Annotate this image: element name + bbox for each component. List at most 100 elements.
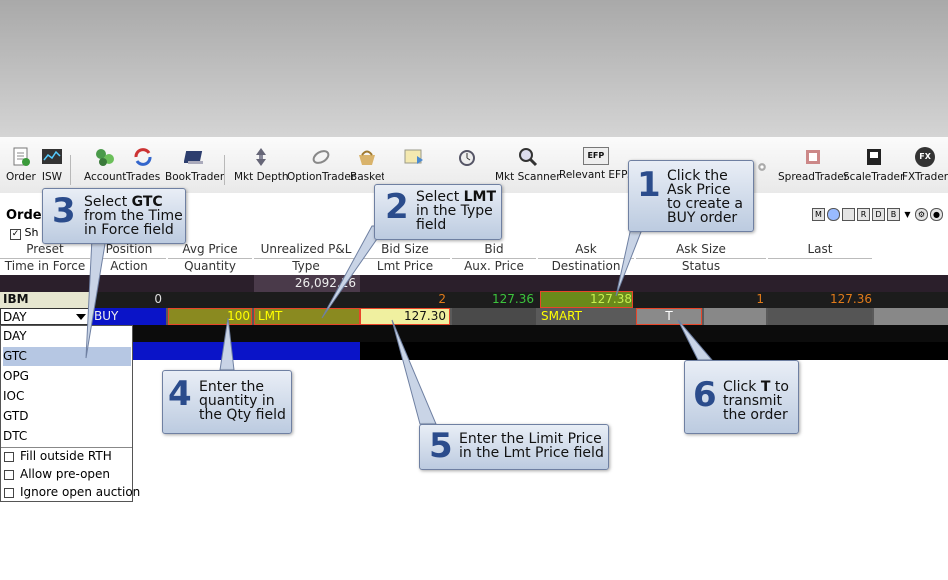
globe-icon[interactable]	[827, 208, 840, 221]
toolbar-label: SpreadTrader	[778, 171, 849, 183]
booktrader-icon	[183, 151, 203, 164]
lmt-price-cell[interactable]: 127.30	[404, 309, 446, 323]
callout-number: 1	[637, 165, 661, 205]
toolbar-label: Mkt Scanner	[495, 171, 561, 183]
toolbar-account-button[interactable]: Account	[84, 147, 126, 183]
toolbar-label: Basket	[350, 171, 384, 183]
basket-icon	[359, 150, 375, 165]
mkt-scanner-icon	[518, 148, 537, 167]
mkt-depth-icon	[256, 148, 267, 166]
tif-selected-value: DAY	[3, 310, 27, 324]
toolbar-mkt-scanner-button[interactable]: Mkt Scanner	[495, 147, 561, 183]
tif-option-ioc[interactable]: IOC	[3, 389, 25, 403]
toolbar-relevant-efps-button[interactable]: EFP Relevant EFPs	[559, 147, 633, 181]
allow-pre-open-checkbox[interactable]: Allow pre-open	[4, 467, 110, 481]
col-header-preset[interactable]: Preset	[0, 241, 90, 259]
toolbar-label: Relevant EFPs	[559, 169, 633, 181]
show-label: Sh	[24, 226, 39, 239]
window-b-button[interactable]: B	[887, 208, 900, 221]
col-header-unrealized-pnl[interactable]: Unrealized P&L	[254, 241, 358, 259]
tif-option-opg[interactable]: OPG	[3, 369, 29, 383]
toolbar-isw-button[interactable]: ISW	[41, 147, 63, 183]
lock-icon[interactable]: ●	[930, 208, 943, 221]
toolbar-order-button[interactable]: Order	[6, 147, 36, 183]
toolbar-basket-button[interactable]: Basket	[350, 147, 384, 183]
trades-icon	[134, 148, 152, 166]
alarm-clock-icon	[459, 150, 475, 166]
toolbar-label: Mkt Depth	[234, 171, 289, 183]
window-d-button[interactable]: D	[872, 208, 885, 221]
toolbar-spreadtrader-button[interactable]: SpreadTrader	[778, 147, 848, 183]
action-cell-bg	[92, 308, 166, 325]
toolbar-mkt-depth-button[interactable]: Mkt Depth	[234, 147, 289, 183]
ask-cell-highlight	[540, 291, 633, 308]
toolbar-separator	[224, 155, 225, 185]
last-cell-blank	[768, 308, 872, 325]
order-icon	[13, 147, 30, 166]
settings-icon[interactable]: ⚙	[915, 208, 928, 221]
toolbar-booktrader2-icon-button[interactable]	[402, 147, 423, 171]
aux-price-cell[interactable]	[452, 308, 536, 325]
toolbar-fxtrader-button[interactable]: FX FXTrader	[902, 147, 948, 183]
tif-option-day[interactable]: DAY	[3, 329, 27, 343]
quantity-cell[interactable]: 100	[227, 309, 250, 323]
transmit-button[interactable]: T	[665, 309, 673, 323]
checkbox-label: Fill outside RTH	[20, 449, 112, 463]
toolbar-alert-button[interactable]	[454, 147, 480, 171]
symbol-cell[interactable]: IBM	[3, 292, 29, 306]
show-checkbox[interactable]: ✓ Sh	[10, 226, 38, 240]
action-cell[interactable]: BUY	[94, 309, 119, 323]
filter-icon[interactable]: ▼	[904, 210, 911, 219]
toolbar-label: Account	[84, 171, 127, 183]
checkbox-checked-icon: ✓	[10, 229, 21, 240]
toolbar-optiontrader-button[interactable]: OptionTrader	[287, 147, 355, 183]
status-cell-gap	[704, 308, 766, 325]
chevron-down-icon	[76, 314, 86, 320]
layout-icon[interactable]	[842, 208, 855, 221]
isw-icon	[42, 149, 62, 164]
window-r-button[interactable]: R	[857, 208, 870, 221]
col-header-bid-size[interactable]: Bid Size	[360, 241, 450, 259]
col-header-position[interactable]: Position	[92, 241, 166, 259]
type-cell-bg	[254, 308, 360, 325]
toolbar-booktrader-button[interactable]: BookTrader	[165, 147, 224, 183]
checkbox-icon	[4, 469, 14, 480]
col-header-ask-size[interactable]: Ask Size	[636, 241, 766, 259]
toolbar-scaletrader-button[interactable]: ScaleTrader	[843, 147, 904, 183]
destination-cell[interactable]: SMART	[541, 309, 582, 323]
checkbox-label: Ignore open auction	[20, 485, 141, 499]
ignore-open-auction-checkbox[interactable]: Ignore open auction	[4, 485, 140, 499]
callout-number: 6	[693, 375, 717, 415]
bid-cell[interactable]: 127.36	[492, 292, 534, 306]
tif-option-gtc[interactable]: GTC	[3, 347, 131, 366]
window-title: Orde	[6, 208, 42, 223]
bid-size-cell: 2	[438, 292, 446, 306]
toolbar-more-button[interactable]	[755, 161, 769, 177]
window-m-button[interactable]: M	[812, 208, 825, 221]
toolbar-label: FXTrader	[902, 171, 948, 183]
fxtrader-icon: FX	[915, 147, 936, 167]
col-header-ask[interactable]: Ask	[538, 241, 634, 259]
col-header-last[interactable]: Last	[768, 241, 872, 259]
blank-row	[0, 325, 948, 342]
toolbar-trades-button[interactable]: Trades	[126, 147, 160, 183]
quote-row	[0, 292, 948, 308]
type-cell[interactable]: LMT	[258, 309, 283, 323]
tif-option-gtd[interactable]: GTD	[3, 409, 29, 423]
toolbar-label: Order	[6, 171, 36, 183]
col-header-avg-price[interactable]: Avg Price	[168, 241, 252, 259]
ask-cell[interactable]: 127.38	[590, 292, 632, 306]
fill-outside-rth-checkbox[interactable]: Fill outside RTH	[4, 449, 112, 463]
scaletrader-icon	[866, 149, 881, 165]
time-in-force-select[interactable]: DAY	[0, 308, 90, 325]
last-cell: 127.36	[830, 292, 872, 306]
col-header-bid[interactable]: Bid	[452, 241, 536, 259]
tif-option-dtc[interactable]: DTC	[3, 429, 28, 443]
checkbox-icon	[4, 487, 14, 498]
